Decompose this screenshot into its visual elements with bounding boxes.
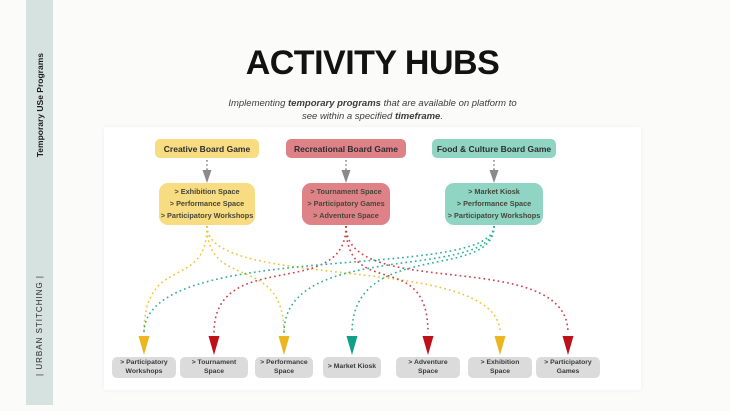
sidebar-bottom-label-text: | URBAN STITCHING | — [35, 274, 44, 376]
bottom-box: > Tournament Space — [180, 357, 248, 378]
subtitle-segment: timeframe — [394, 111, 441, 122]
subtitle-segment: . — [440, 111, 443, 122]
subtitle-segment: temporary programs — [288, 98, 381, 109]
column-header: Recreational Board Game — [286, 139, 406, 158]
item-label: > Market Kiosk — [468, 187, 520, 196]
sidebar-bottom-label: | URBAN STITCHING | — [26, 270, 53, 380]
bottom-box: > Adventure Space — [396, 357, 460, 378]
item-label: > Participatory Games — [307, 199, 385, 208]
page-subtitle: Implementing temporary programs that are… — [144, 97, 601, 123]
bottom-box: > Performance Space — [255, 357, 313, 378]
item-label: > Participatory Workshops — [160, 211, 254, 220]
item-label: > Adventure Space — [313, 211, 379, 220]
bottom-box: > Market Kiosk — [323, 357, 381, 378]
item-label: > Tournament Space — [310, 187, 382, 196]
column-header: Food & Culture Board Game — [432, 139, 556, 158]
item-label: > Performance Space — [456, 199, 532, 208]
bottom-box: > Participatory Workshops — [112, 357, 176, 378]
column-items-box: > Tournament Space > Participatory Games >… — [302, 183, 390, 225]
sidebar-strip — [26, 0, 53, 405]
page-title: ACTIVITY HUBS — [245, 44, 500, 82]
item-label: > Performance Space — [169, 199, 245, 208]
column-header: Creative Board Game — [155, 139, 259, 158]
sidebar-top-label-text: Temporary USe Programs — [34, 52, 45, 158]
column-items-box: > Exhibition Space > Performance Space > P… — [159, 183, 255, 225]
sidebar-top-label: Temporary USe Programs — [26, 30, 53, 180]
subtitle-segment: that are available on platform to — [380, 98, 517, 109]
item-label: > Participatory Workshops — [447, 211, 541, 220]
subtitle-segment: Implementing — [228, 98, 289, 109]
subtitle-segment: see within a specified — [301, 111, 395, 122]
bottom-box: > Exhibition Space — [468, 357, 532, 378]
item-label: > Exhibition Space — [174, 187, 240, 196]
diagram-panel — [104, 127, 641, 390]
column-items-box: > Market Kiosk > Performance Space > Parti… — [445, 183, 543, 225]
bottom-box: > Participatory Games — [536, 357, 600, 378]
